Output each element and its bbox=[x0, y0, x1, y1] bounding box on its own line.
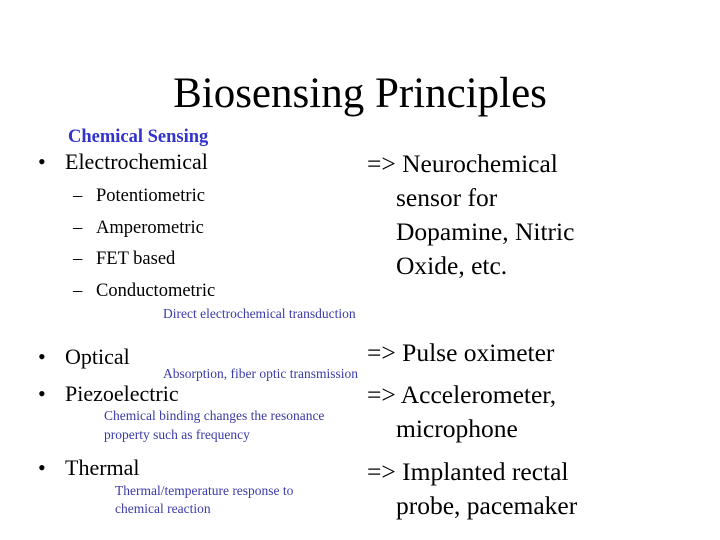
application-line: microphone bbox=[396, 414, 518, 443]
application-accelerometer: => Accelerometer, microphone bbox=[367, 378, 556, 446]
note-piezoelectric-line2: property such as frequency bbox=[104, 427, 250, 442]
application-line: Oxide, etc. bbox=[396, 251, 508, 280]
dash-icon: – bbox=[73, 218, 83, 238]
application-line: => Implanted rectal bbox=[367, 457, 569, 486]
sub-item-label: Amperometric bbox=[96, 218, 204, 238]
principle-piezoelectric: • Piezoelectric bbox=[38, 381, 238, 407]
principle-label: Thermal bbox=[65, 455, 140, 480]
application-line: => Accelerometer, bbox=[367, 380, 557, 409]
sub-item-fet-based: – FET based bbox=[73, 248, 293, 270]
application-pulse-oximeter: => Pulse oximeter bbox=[367, 336, 554, 370]
note-electrochemical: Direct electrochemical transduction bbox=[163, 306, 356, 321]
dash-icon: – bbox=[73, 249, 83, 269]
application-neurochemical: => Neurochemical sensor for Dopamine, Ni… bbox=[367, 147, 574, 283]
sub-item-conductometric: – Conductometric bbox=[73, 280, 293, 302]
principle-label: Optical bbox=[65, 344, 130, 369]
application-line: probe, pacemaker bbox=[396, 491, 578, 520]
principle-optical: • Optical bbox=[38, 344, 238, 370]
application-line: => Neurochemical bbox=[367, 149, 558, 178]
bullet-icon: • bbox=[38, 344, 46, 369]
bullet-icon: • bbox=[38, 455, 46, 480]
sub-item-label: Conductometric bbox=[96, 281, 216, 301]
principle-label: Electrochemical bbox=[65, 149, 208, 174]
slide-title: Biosensing Principles bbox=[173, 70, 547, 117]
application-line: sensor for bbox=[396, 183, 498, 212]
section-heading: Chemical Sensing bbox=[68, 127, 209, 147]
principle-thermal: • Thermal bbox=[38, 455, 238, 481]
sub-item-label: Potentiometric bbox=[96, 186, 205, 206]
application-line: Dopamine, Nitric bbox=[396, 217, 575, 246]
note-thermal-line2: chemical reaction bbox=[115, 501, 211, 516]
application-line: => Pulse oximeter bbox=[367, 338, 555, 367]
note-thermal-line1: Thermal/temperature response to bbox=[115, 483, 294, 498]
sub-item-amperometric: – Amperometric bbox=[73, 217, 293, 239]
dash-icon: – bbox=[73, 186, 83, 206]
note-piezoelectric-line1: Chemical binding changes the resonance bbox=[104, 408, 325, 423]
bullet-icon: • bbox=[38, 149, 46, 174]
sub-item-potentiometric: – Potentiometric bbox=[73, 185, 293, 207]
note-optical: Absorption, fiber optic transmission bbox=[163, 366, 358, 381]
bullet-icon: • bbox=[38, 381, 46, 406]
application-implanted-probe: => Implanted rectal probe, pacemaker bbox=[367, 455, 577, 523]
principle-electrochemical: • Electrochemical bbox=[38, 149, 298, 175]
dash-icon: – bbox=[73, 281, 83, 301]
sub-item-label: FET based bbox=[96, 249, 176, 269]
principle-label: Piezoelectric bbox=[65, 381, 179, 406]
